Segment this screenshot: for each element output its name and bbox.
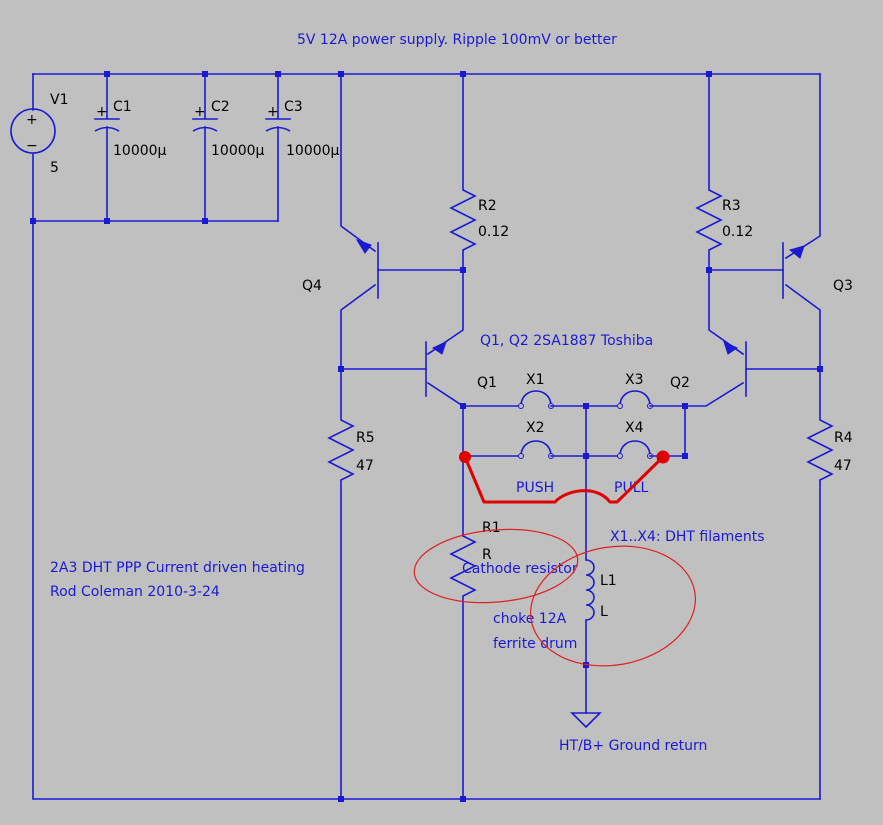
- c1-plus-symbol: +: [96, 104, 108, 120]
- junction-dots: [30, 71, 823, 802]
- r4-value: 47: [834, 458, 852, 474]
- filament-x3: X3: [585, 372, 686, 409]
- q2-ref: Q2: [670, 375, 690, 391]
- push-pull-annotation: [459, 450, 670, 504]
- c3-value: 10000μ: [286, 143, 340, 159]
- v1-minus-symbol: −: [26, 138, 38, 154]
- x3-ref: X3: [625, 372, 644, 388]
- power-rails: [32, 73, 821, 800]
- choke-label-line2: ferrite drum: [493, 636, 577, 652]
- capacitor-c2: + C2 10000μ: [192, 73, 265, 222]
- author-note-line2: Rod Coleman 2010-3-24: [50, 584, 220, 600]
- inductor-l1: L1 L: [585, 559, 617, 621]
- c1-ref: C1: [113, 99, 132, 115]
- x4-ref: X4: [625, 420, 644, 436]
- transistor-note: Q1, Q2 2SA1887 Toshiba: [480, 333, 653, 349]
- x1-ref: X1: [526, 372, 545, 388]
- c3-plus-symbol: +: [267, 104, 279, 120]
- capacitor-c3: + C3 10000μ: [265, 73, 340, 222]
- resistor-r4: R4 47: [806, 368, 853, 800]
- filament-x4: X4: [585, 405, 686, 459]
- resistor-r1: R1 R: [449, 455, 501, 800]
- r5-value: 47: [356, 458, 374, 474]
- resistor-r5: R5 47: [327, 368, 375, 800]
- transistor-q4: Q4: [302, 73, 464, 370]
- q4-ref: Q4: [302, 278, 322, 294]
- r3-ref: R3: [722, 198, 741, 214]
- ground-symbol: [570, 712, 602, 729]
- v1-plus-symbol: +: [26, 112, 38, 128]
- author-note-line1: 2A3 DHT PPP Current driven heating: [50, 560, 305, 576]
- ground-label: HT/B+ Ground return: [559, 738, 707, 754]
- capacitor-c1: + C1 10000μ: [94, 73, 167, 222]
- r2-value: 0.12: [478, 224, 509, 240]
- r1-ref: R1: [482, 520, 501, 536]
- q3-ref: Q3: [833, 278, 853, 294]
- r3-value: 0.12: [722, 224, 753, 240]
- resistor-r2: R2 0.12: [449, 73, 509, 271]
- r5-ref: R5: [356, 430, 375, 446]
- choke-circle: [530, 545, 696, 667]
- cathode-resistor-label: Cathode resistor: [462, 561, 578, 577]
- c2-plus-symbol: +: [194, 104, 206, 120]
- transistor-q2: Q2: [670, 269, 821, 407]
- transistor-q1: Q1: [340, 269, 497, 408]
- r4-ref: R4: [834, 430, 853, 446]
- schematic-title: 5V 12A power supply. Ripple 100mV or bet…: [297, 32, 617, 48]
- c2-ref: C2: [211, 99, 230, 115]
- l1-ref: L1: [600, 573, 617, 589]
- v1-value: 5: [50, 160, 59, 176]
- filament-note: X1..X4: DHT filaments: [610, 529, 765, 545]
- filament-x1: X1: [462, 372, 587, 409]
- c3-ref: C3: [284, 99, 303, 115]
- r2-ref: R2: [478, 198, 497, 214]
- cathode-resistor-circle: [413, 528, 579, 604]
- choke-label-line1: choke 12A: [493, 611, 567, 627]
- resistor-r3: R3 0.12: [695, 73, 753, 271]
- voltage-source-v1: + − V1 5: [10, 92, 68, 176]
- q1-ref: Q1: [477, 375, 497, 391]
- c2-value: 10000μ: [211, 143, 265, 159]
- r1-value: R: [482, 547, 492, 563]
- transistor-q3: Q3: [708, 73, 853, 370]
- v1-ref: V1: [50, 92, 68, 108]
- filament-x2: X2: [462, 405, 587, 459]
- l1-value: L: [600, 604, 608, 620]
- push-label: PUSH: [516, 480, 554, 496]
- c1-value: 10000μ: [113, 143, 167, 159]
- x2-ref: X2: [526, 420, 545, 436]
